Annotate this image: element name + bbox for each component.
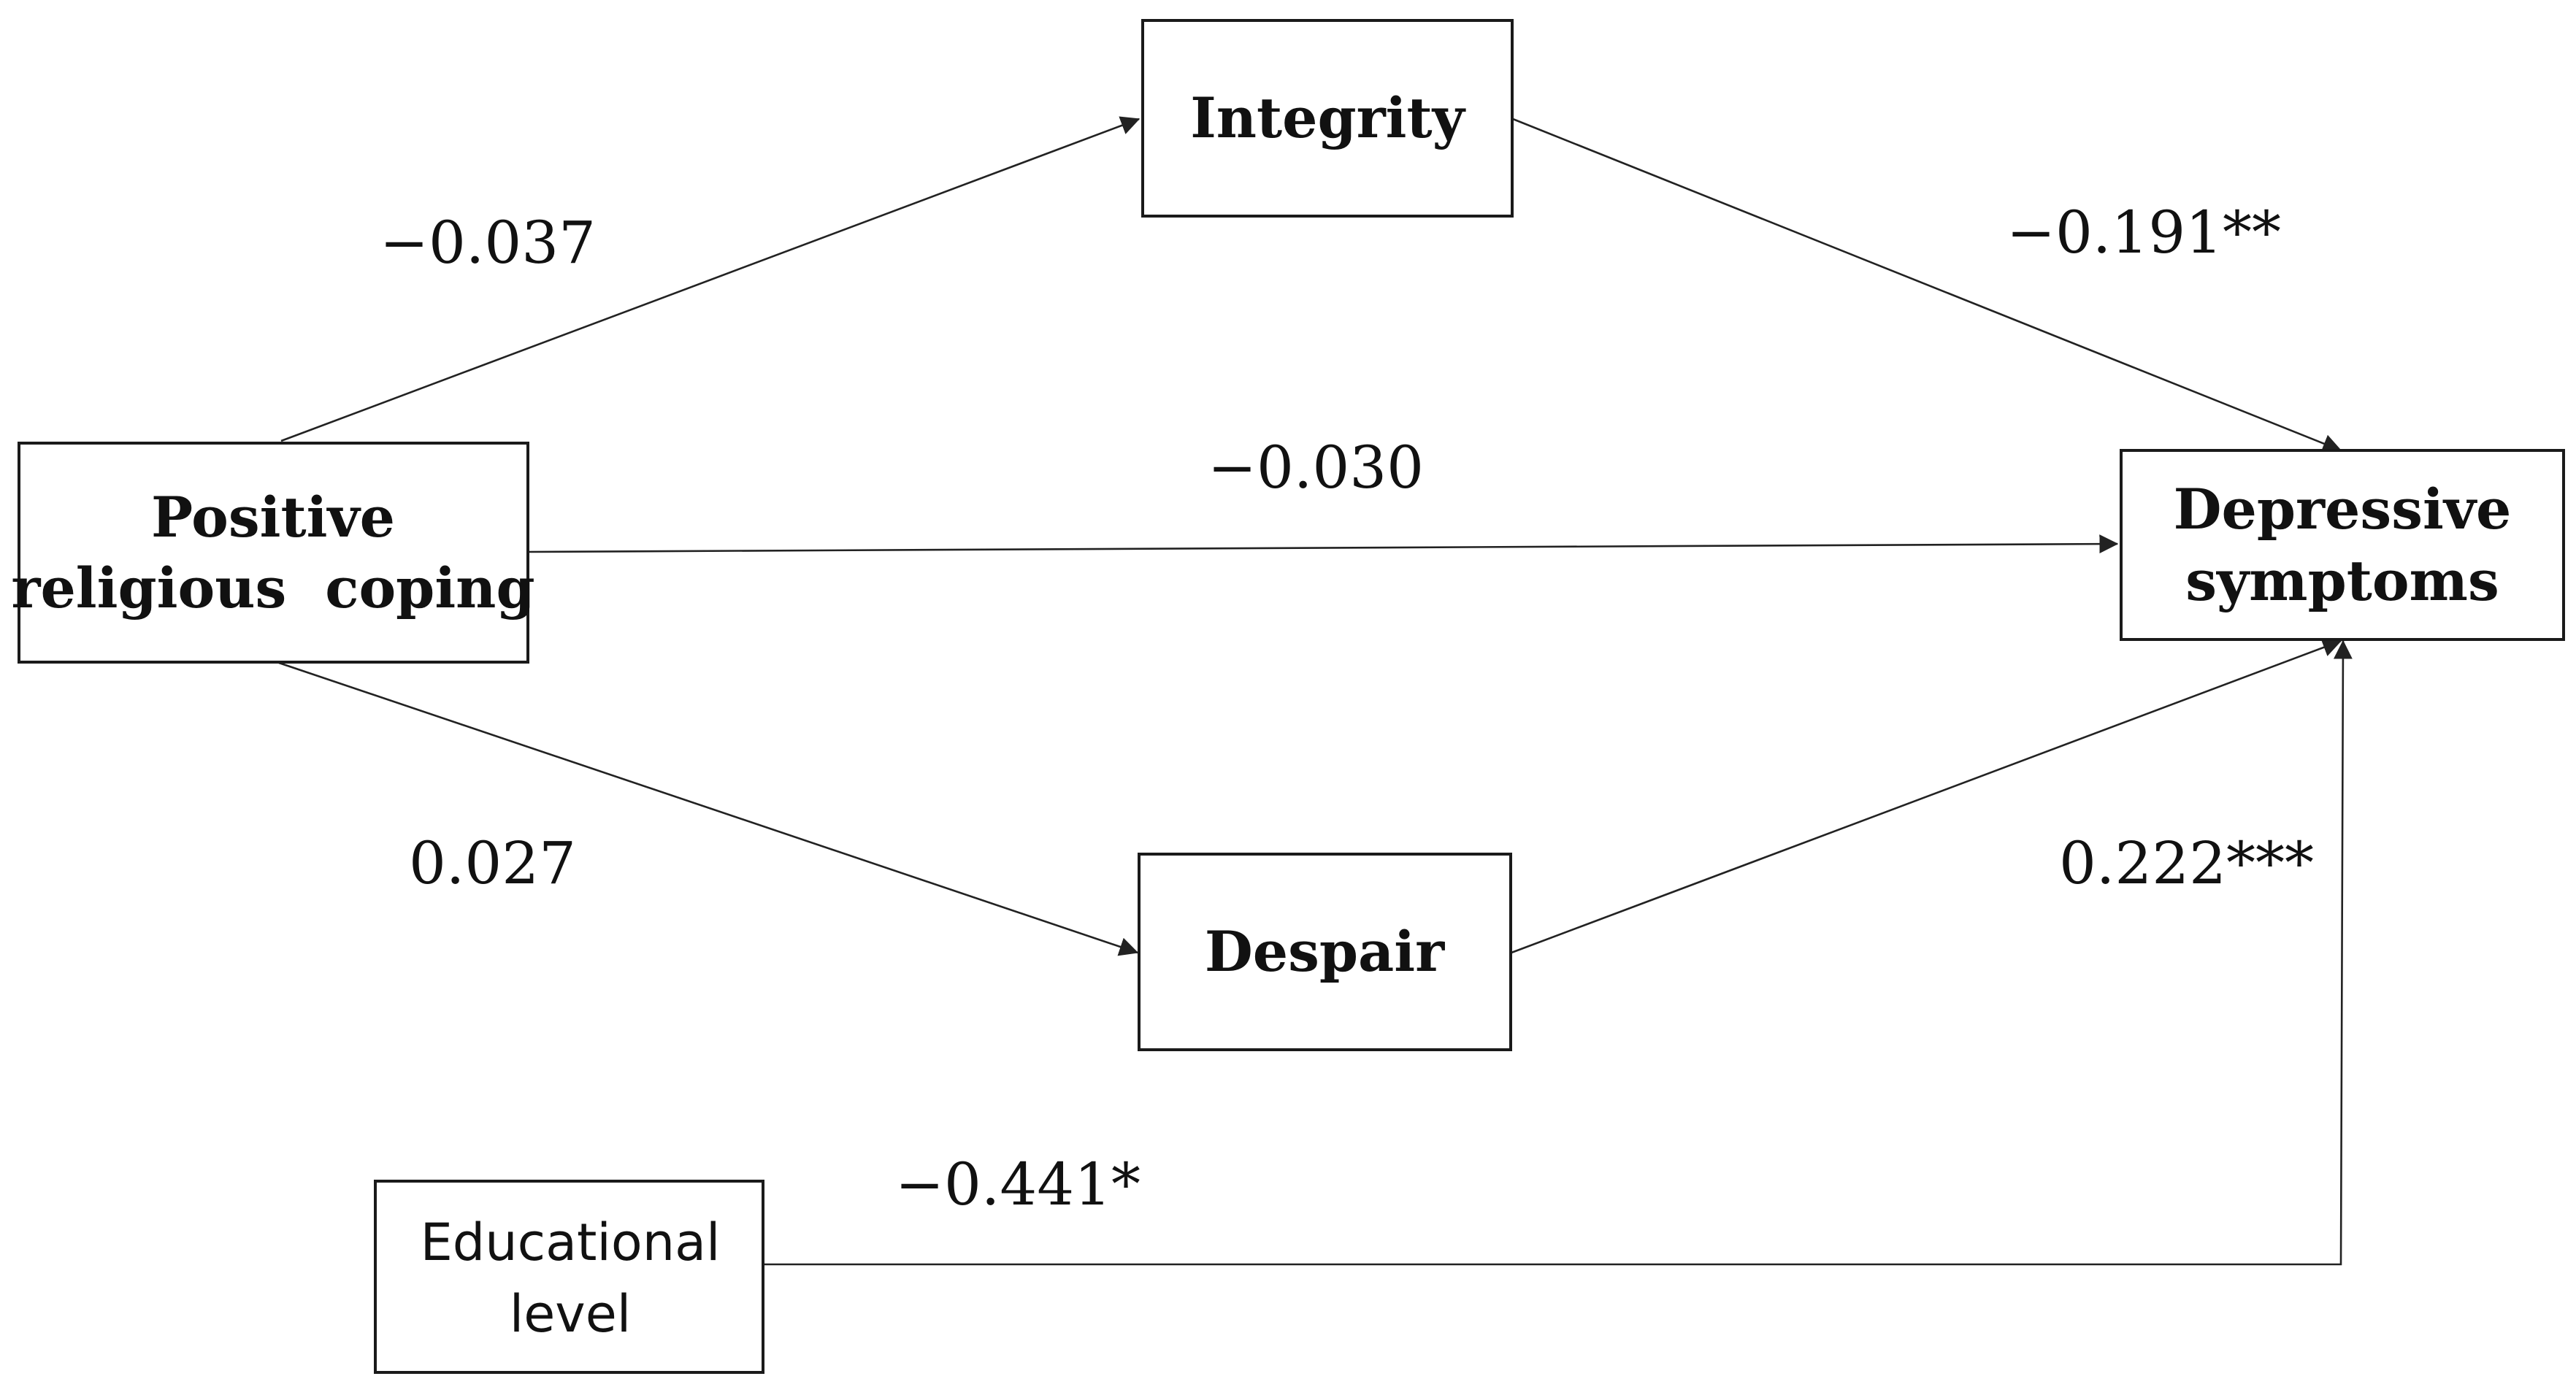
node-depressive-line2: symptoms	[2185, 548, 2499, 613]
coef-integrity-to-depressive: −0.191**	[2006, 199, 2281, 266]
edge-despair-to-depressive	[1511, 638, 2342, 954]
node-integrity-label: Integrity	[1190, 85, 1465, 150]
edge-prc-to-integrity	[280, 116, 1141, 442]
node-depressive-symptoms: Depressive symptoms	[2120, 449, 2565, 641]
edge-education-to-depressive	[764, 639, 2353, 1266]
node-despair-label: Despair	[1205, 919, 1445, 984]
node-despair: Despair	[1138, 853, 1512, 1051]
node-prc-line2: religious coping	[11, 556, 534, 620]
node-depressive-line1: Depressive	[2174, 477, 2512, 542]
node-education-line2: level	[510, 1284, 631, 1344]
edge-prc-to-despair	[278, 661, 1139, 956]
coef-prc-to-depressive: −0.030	[1208, 434, 1424, 502]
coef-education-to-depressive: −0.441*	[895, 1150, 1141, 1218]
edge-integrity-to-depressive	[1512, 118, 2342, 453]
coef-prc-to-despair: 0.027	[409, 829, 576, 897]
node-educational-level: Educational level	[374, 1180, 764, 1374]
edge-prc-to-depressive	[526, 534, 2119, 554]
node-prc-line1: Positive	[151, 485, 395, 550]
node-positive-religious-coping: Positive religious coping	[11, 442, 535, 664]
coef-prc-to-integrity: −0.037	[380, 209, 596, 277]
coef-despair-to-depressive: 0.222***	[2059, 829, 2314, 897]
node-integrity: Integrity	[1141, 19, 1514, 218]
node-education-line1: Educational	[421, 1213, 721, 1272]
